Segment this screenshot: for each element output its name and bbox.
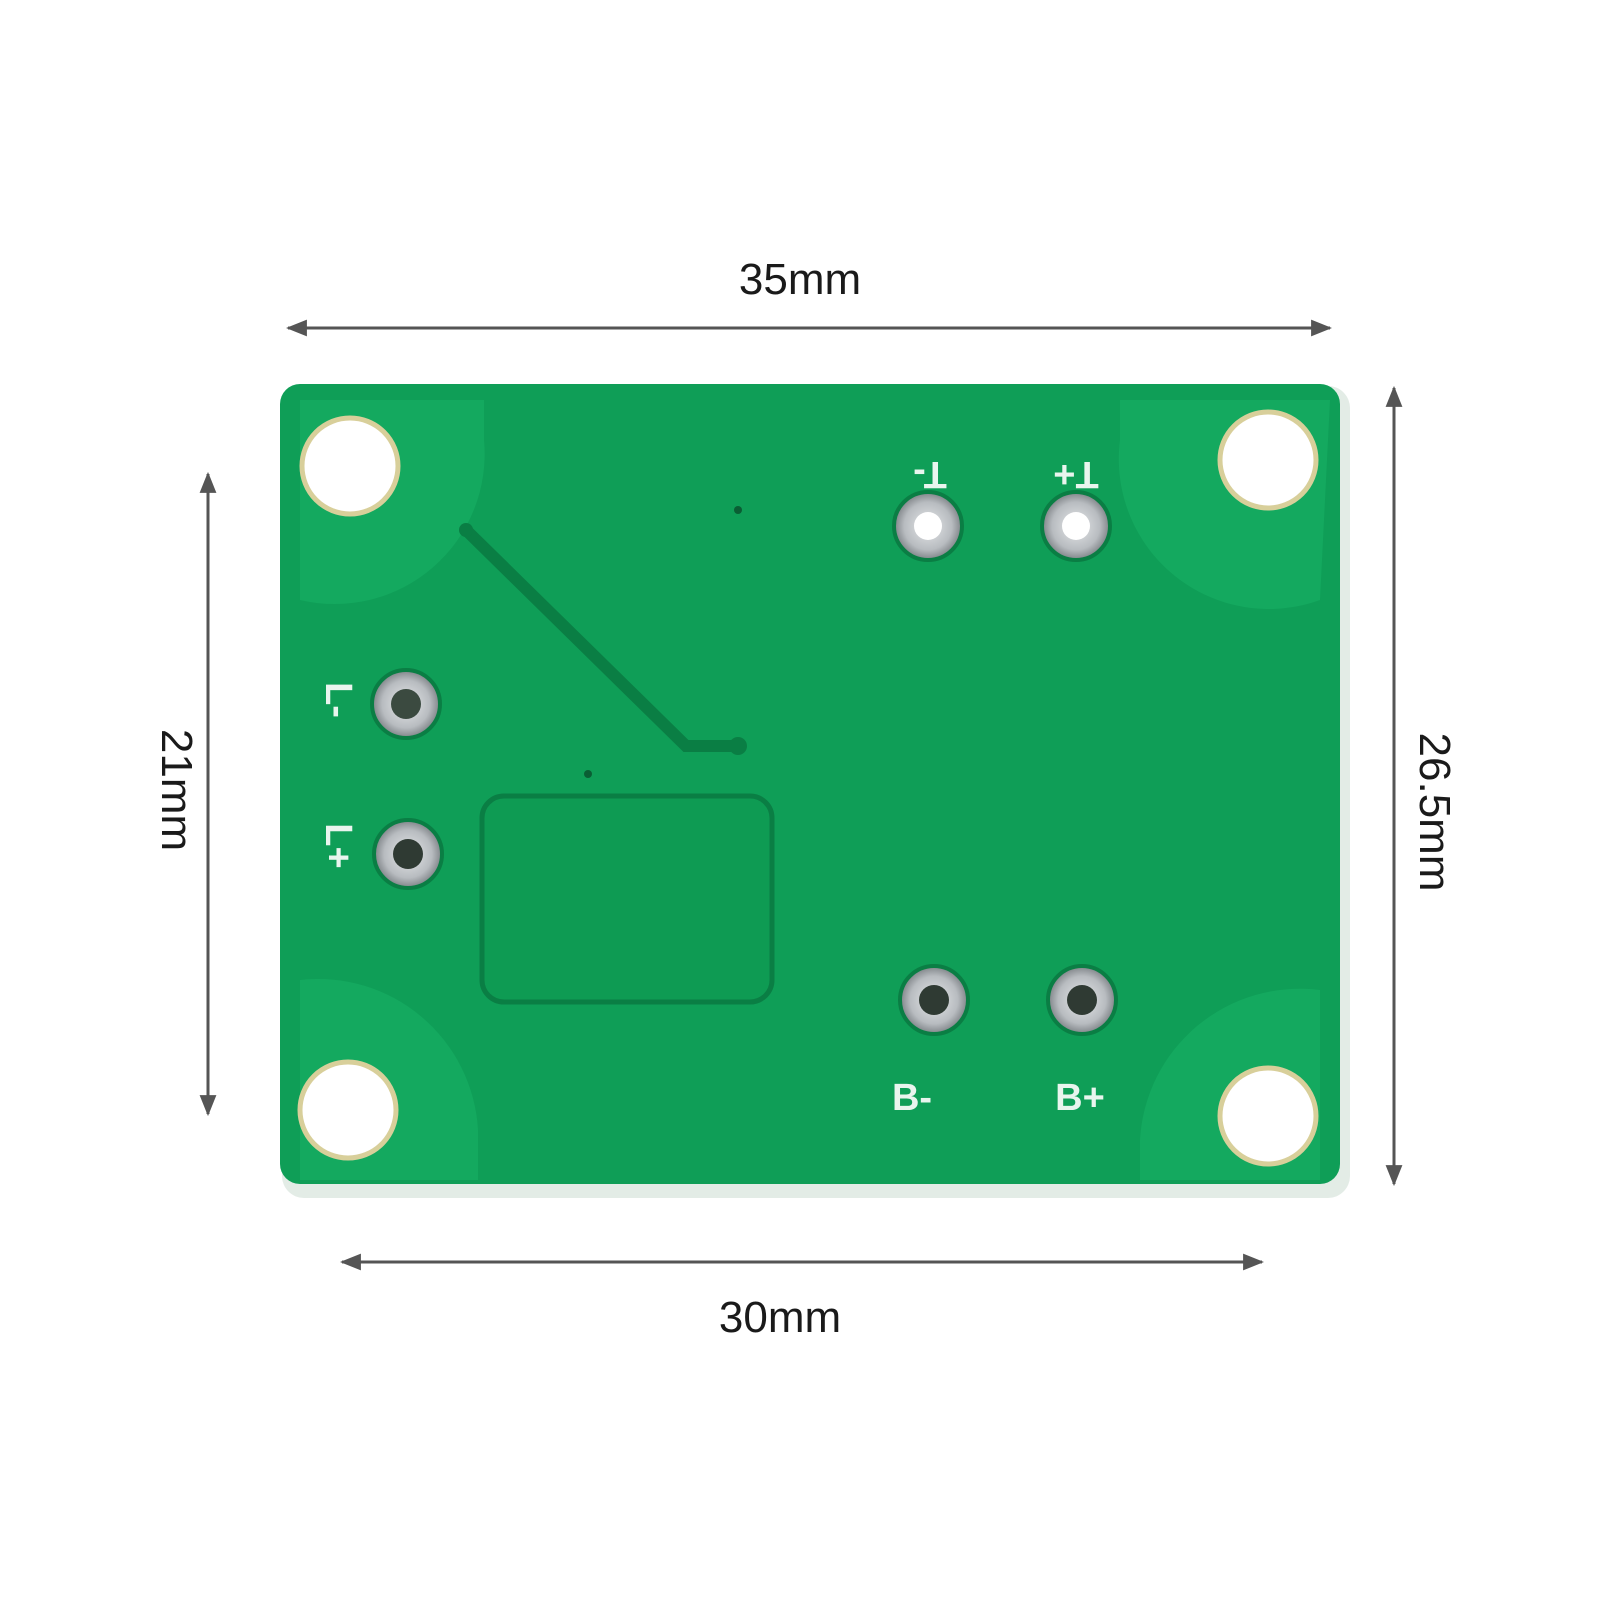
solder-pads xyxy=(370,490,1118,1036)
silkscreen-l-minus: L- xyxy=(317,682,359,718)
pad-l-plus xyxy=(372,818,444,890)
mounting-hole-bottom-left xyxy=(297,1059,399,1161)
via xyxy=(734,506,742,514)
pad-t-plus xyxy=(1040,490,1112,562)
pad-l-minus xyxy=(370,668,442,740)
pad-t-minus xyxy=(892,490,964,562)
mounting-hole-bottom-right xyxy=(1217,1065,1319,1167)
via xyxy=(584,770,592,778)
mounting-hole-top-right xyxy=(1217,409,1319,511)
exposed-pad-area xyxy=(479,793,775,1005)
dimension-label-right-height: 26.5mm xyxy=(1410,732,1459,892)
pad-b-minus xyxy=(898,964,970,1036)
via xyxy=(459,523,473,537)
dimension-label-bottom-width: 30mm xyxy=(718,1293,842,1342)
via xyxy=(729,737,747,755)
silkscreen-t-plus: T+ xyxy=(1053,453,1098,495)
mounting-holes xyxy=(297,409,1319,1167)
mounting-hole-top-left xyxy=(299,415,401,517)
silkscreen-b-minus: B- xyxy=(892,1077,932,1119)
silkscreen-t-minus: T- xyxy=(913,453,947,495)
pad-b-plus xyxy=(1046,964,1118,1036)
dimension-label-left-height: 21mm xyxy=(152,728,201,852)
silkscreen-l-plus: L+ xyxy=(317,823,359,868)
pcb-trace xyxy=(460,524,744,752)
dimension-label-top-width: 35mm xyxy=(738,255,862,304)
silkscreen-b-plus: B+ xyxy=(1055,1077,1105,1119)
